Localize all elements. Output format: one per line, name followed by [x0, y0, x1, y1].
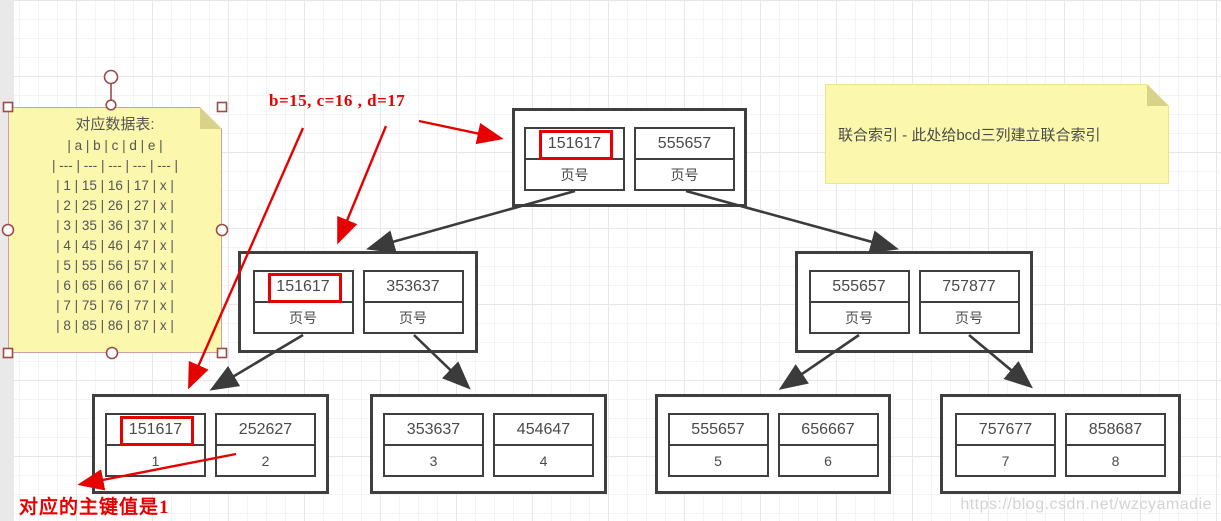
key-value: 454647	[516, 421, 571, 438]
note-text: 联合索引 - 此处给bcd三列建立联合索引	[838, 126, 1101, 144]
note-line: | 4 | 45 | 46 | 47 | x |	[56, 238, 174, 253]
primary-key-value: 4	[539, 453, 548, 469]
index-entry[interactable]: 353637 页号	[362, 270, 464, 334]
composite-index-note[interactable]: 联合索引 - 此处给bcd三列建立联合索引	[825, 84, 1169, 184]
key-value: 353637	[386, 278, 440, 295]
note-line: | a | b | c | d | e |	[67, 138, 163, 153]
page-label: 页号	[670, 167, 699, 183]
index-entry[interactable]: 757877 页号	[918, 270, 1020, 334]
note-line: | 2 | 25 | 26 | 27 | x |	[56, 198, 174, 213]
index-entry[interactable]: 757677 7	[955, 413, 1056, 477]
index-entry[interactable]: 454647 4	[493, 413, 594, 477]
index-entry[interactable]: 151617 页号	[252, 270, 354, 334]
index-entry[interactable]: 555657 5	[667, 413, 769, 477]
page-label: 页号	[560, 167, 589, 183]
tree-node-mid-left[interactable]: 151617 页号 353637 页号	[238, 251, 478, 353]
page-label: 页号	[955, 310, 983, 326]
note-line: | 6 | 65 | 66 | 67 | x |	[56, 278, 174, 293]
index-entry[interactable]: 555657 页号	[634, 127, 735, 191]
key-value: 858687	[1088, 421, 1143, 438]
primary-key-value: 8	[1111, 453, 1120, 469]
key-value: 555657	[691, 421, 745, 438]
index-entry[interactable]: 656667 6	[777, 413, 879, 477]
page-label: 页号	[845, 310, 873, 326]
key-value: 151617	[276, 278, 330, 295]
primary-key-value: 1	[151, 453, 160, 469]
red-arrow-to-root[interactable]	[418, 119, 504, 145]
rotate-handle[interactable]	[103, 69, 119, 85]
page-label: 页号	[399, 310, 427, 326]
note-fold-corner-icon	[1147, 84, 1169, 106]
index-entry[interactable]: 151617 1	[105, 413, 206, 477]
key-value: 555657	[832, 278, 886, 295]
note-line: | 8 | 85 | 86 | 87 | x |	[56, 318, 174, 333]
index-entry[interactable]: 353637 3	[383, 413, 484, 477]
tree-node-leaf-2[interactable]: 353637 3 454647 4	[370, 394, 607, 494]
key-value: 555657	[657, 135, 712, 152]
primary-key-value: 2	[261, 453, 270, 469]
primary-key-value: 6	[824, 453, 832, 469]
key-value: 353637	[406, 421, 461, 438]
note-line: | 5 | 55 | 56 | 57 | x |	[56, 258, 174, 273]
tree-node-mid-right[interactable]: 555657 页号 757877 页号	[795, 251, 1033, 353]
note-fold-corner-icon	[200, 107, 222, 129]
primary-key-value: 5	[714, 453, 722, 469]
page-label: 页号	[289, 310, 317, 326]
note-line: | 7 | 75 | 76 | 77 | x |	[56, 298, 174, 313]
note-line: | --- | --- | --- | --- | --- |	[52, 158, 178, 173]
key-value: 151617	[128, 421, 183, 438]
index-entry[interactable]: 555657 页号	[808, 270, 910, 334]
primary-key-value: 7	[1001, 453, 1010, 469]
note-title: 对应数据表:	[75, 116, 155, 133]
tree-node-root[interactable]: 151617 页号 555657 页号	[512, 108, 747, 207]
index-values-annotation: b=15, c=16 , d=17	[269, 91, 406, 110]
note-line: | 3 | 35 | 36 | 37 | x |	[56, 218, 174, 233]
key-value: 757677	[978, 421, 1033, 438]
primary-key-value: 3	[429, 453, 438, 469]
primary-key-annotation: 对应的主键值是1	[19, 497, 170, 518]
key-value: 252627	[238, 421, 293, 438]
key-value: 151617	[547, 135, 602, 152]
red-arrow-to-midleft[interactable]	[337, 125, 388, 245]
index-entry[interactable]: 151617 页号	[524, 127, 625, 191]
index-entry[interactable]: 252627 2	[215, 413, 316, 477]
note-line: | 1 | 15 | 16 | 17 | x |	[56, 178, 174, 193]
tree-node-leaf-4[interactable]: 757677 7 858687 8	[940, 394, 1181, 494]
csdn-watermark: https://blog.csdn.net/wzcyamadie	[960, 496, 1212, 513]
key-value: 757877	[942, 278, 996, 295]
tree-node-leaf-1[interactable]: 151617 1 252627 2	[92, 394, 329, 494]
key-value: 656667	[801, 421, 855, 438]
index-entry[interactable]: 858687 8	[1065, 413, 1166, 477]
tree-node-leaf-3[interactable]: 555657 5 656667 6	[655, 394, 891, 494]
data-table-note[interactable]: 对应数据表: | a | b | c | d | e | | --- | ---…	[8, 107, 222, 353]
